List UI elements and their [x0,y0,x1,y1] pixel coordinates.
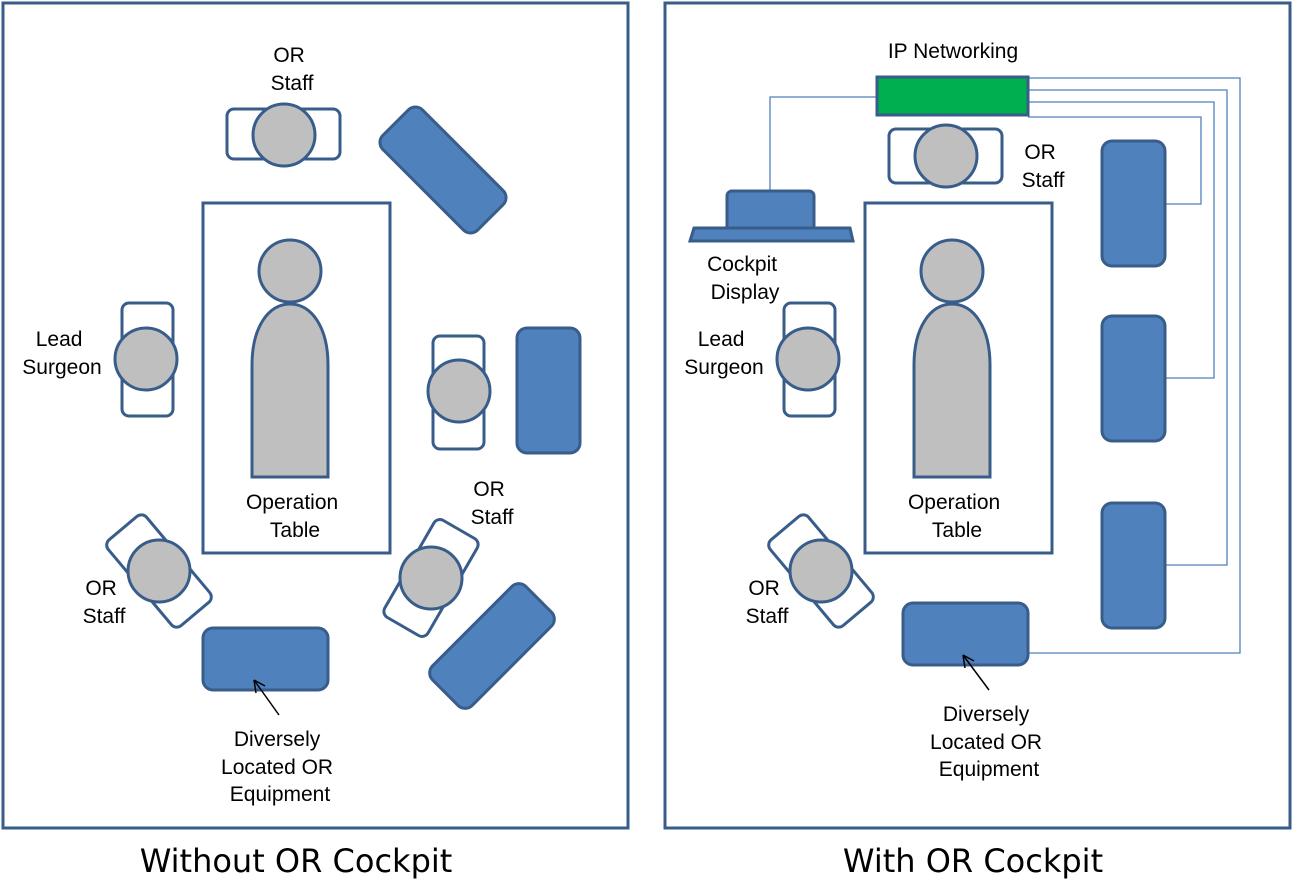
right-equipment-bottom [901,601,1030,667]
right-lower-staff-label: OR Staff [746,577,789,628]
left-patient-body [250,302,330,479]
right-panel: IP Networking OR Staff Cockpit Display O… [663,1,1292,880]
wire-equipment-1 [1028,116,1202,205]
left-patient-head [257,238,323,304]
lower-left-staff-head [126,538,192,604]
right-lead-surgeon-head [775,326,841,392]
cockpit-display-label: Cockpit Display [707,253,783,304]
lower-right-staff-head [398,545,464,611]
left-patient [250,238,330,479]
right-staff [426,334,492,451]
right-top-staff [887,123,1004,189]
left-equipment-arrowhead [253,679,266,694]
wire-equipment-3 [1028,89,1228,566]
right-equipment-arrow [962,654,990,691]
left-caption: Without OR Cockpit [140,842,453,880]
top-staff-head [251,102,317,168]
left-panel: OR Staff Operation Table Lead Surgeon [1,1,630,880]
right-lower-staff-head [788,538,854,604]
left-equipment-arrow [253,679,280,716]
right-lead-surgeon-label: Lead Surgeon [684,328,763,379]
cockpit-display-monitor [725,189,816,233]
right-equipment-arrowhead [962,654,975,669]
cockpit-display [687,189,855,243]
lower-right-staff [382,518,480,638]
right-staff-head [426,358,492,424]
equipment-bottom [201,626,330,692]
right-top-staff-label: OR Staff [1022,141,1065,192]
left-lead-surgeon-head [113,326,179,392]
wire-display [769,96,877,192]
wire-bottom-equipment [1028,77,1241,654]
right-equipment-3 [1100,501,1167,630]
right-patient [912,238,992,479]
right-equipment-2 [1100,314,1167,443]
left-equipment-label: Diversely Located OR Equipment [221,728,339,806]
right-patient-head [919,238,985,304]
right-patient-body [912,302,992,479]
equipment-top-right [378,105,508,235]
equipment-right [515,326,582,455]
right-lower-staff [767,513,875,629]
left-lead-surgeon [113,301,179,418]
wire-equipment-2 [1028,101,1215,379]
ip-networking-label: IP Networking [888,40,1018,63]
right-table-label: Operation Table [908,491,1006,542]
left-lead-surgeon-label: Lead Surgeon [22,328,101,379]
top-staff-label: OR Staff [271,44,314,95]
right-equipment-label: Diversely Located OR Equipment [930,703,1048,781]
left-table-label: Operation Table [246,491,344,542]
top-staff [225,102,342,168]
right-caption: With OR Cockpit [843,842,1103,880]
cockpit-display-base [687,226,855,243]
lower-right-staff-label: OR Staff [471,478,514,529]
lower-left-staff-label: OR Staff [83,577,126,628]
right-top-staff-head [913,123,979,189]
right-equipment-1 [1100,139,1167,268]
equipment-bottom-right [428,582,556,710]
right-lead-surgeon [775,301,841,418]
network-wires [769,77,1241,654]
lower-left-staff [105,513,213,629]
ip-networking-switch [875,75,1030,117]
